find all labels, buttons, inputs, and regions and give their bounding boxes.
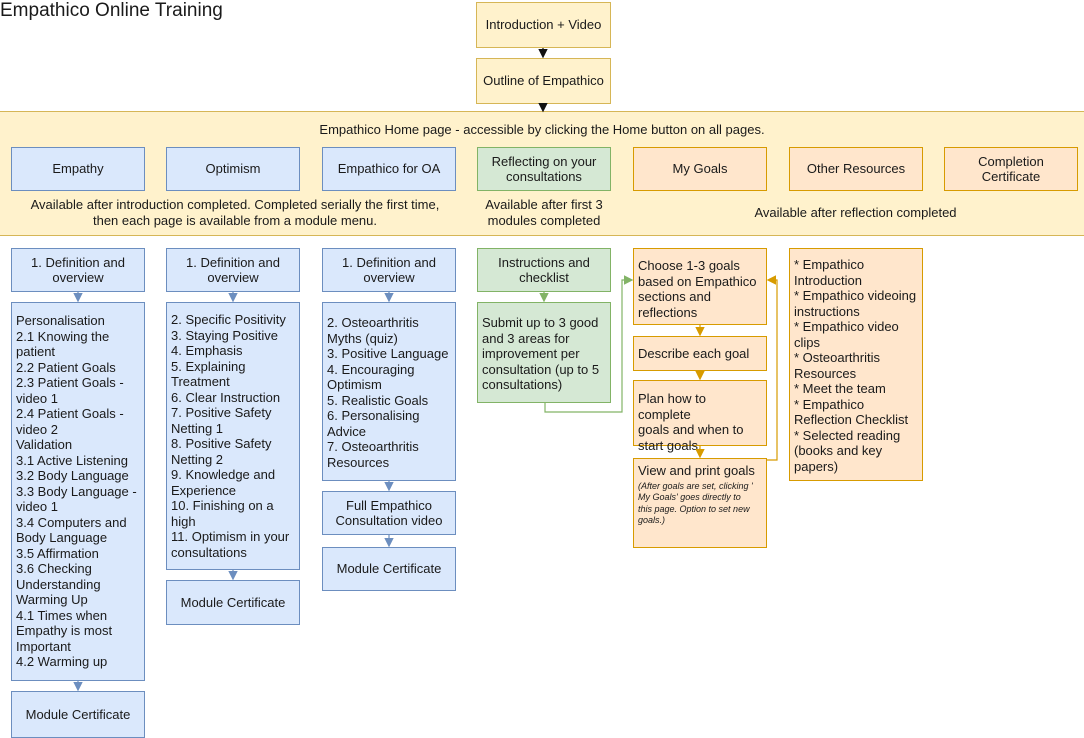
oa-video-box: Full Empathico Consultation video bbox=[322, 491, 456, 535]
optimism-sections-list: 2. Specific Positivity 3. Staying Positi… bbox=[166, 302, 300, 570]
intro-video-box: Introduction + Video bbox=[476, 2, 611, 48]
my-goals-box: My Goals bbox=[633, 147, 767, 191]
after-reflection-note: Available after reflection completed bbox=[754, 205, 957, 220]
reflect-submit-box: Submit up to 3 good and 3 areas for impr… bbox=[477, 302, 611, 403]
modules-availability-note: Available after introduction completed. … bbox=[30, 197, 440, 228]
empathy-module-box: Empathy bbox=[11, 147, 145, 191]
goals-view-label: View and print goals bbox=[638, 463, 755, 478]
oa-sections-list: 2. Osteoarthritis Myths (quiz) 3. Positi… bbox=[322, 302, 456, 481]
goals-describe-box: Describe each goal bbox=[633, 336, 767, 371]
oa-certificate-box: Module Certificate bbox=[322, 547, 456, 591]
oa-module-box: Empathico for OA bbox=[322, 147, 456, 191]
other-resources-box: Other Resources bbox=[789, 147, 923, 191]
resources-list-box: * Empathico Introduction * Empathico vid… bbox=[789, 248, 923, 481]
reflecting-module-box: Reflecting on your consultations bbox=[477, 147, 611, 191]
completion-certificate-box: Completion Certificate bbox=[944, 147, 1078, 191]
page-title: Empathico Online Training bbox=[0, 0, 223, 21]
optimism-certificate-box: Module Certificate bbox=[166, 580, 300, 625]
empathy-sections-list: Personalisation 2.1 Knowing the patient … bbox=[11, 302, 145, 681]
reflect-to-goals-connector bbox=[544, 275, 634, 413]
reflection-availability-note: Available after first 3 modules complete… bbox=[485, 197, 603, 228]
optimism-module-box: Optimism bbox=[166, 147, 300, 191]
view-to-choose-loop bbox=[766, 275, 778, 461]
goals-plan-box: Plan how to complete goals and when to s… bbox=[633, 380, 767, 453]
oa-definition-box: 1. Definition and overview bbox=[322, 248, 456, 292]
home-page-header: Empathico Home page - accessible by clic… bbox=[319, 122, 765, 137]
optimism-definition-box: 1. Definition and overview bbox=[166, 248, 300, 292]
goals-choose-box: Choose 1-3 goals based on Empathico sect… bbox=[633, 248, 767, 325]
goals-view-box: View and print goals (After goals are se… bbox=[633, 458, 767, 548]
empathy-definition-box: 1. Definition and overview bbox=[11, 248, 145, 292]
empathy-certificate-box: Module Certificate bbox=[11, 691, 145, 738]
goals-view-note: (After goals are set, clicking ' My Goal… bbox=[638, 480, 753, 526]
reflect-instructions-box: Instructions and checklist bbox=[477, 248, 611, 292]
